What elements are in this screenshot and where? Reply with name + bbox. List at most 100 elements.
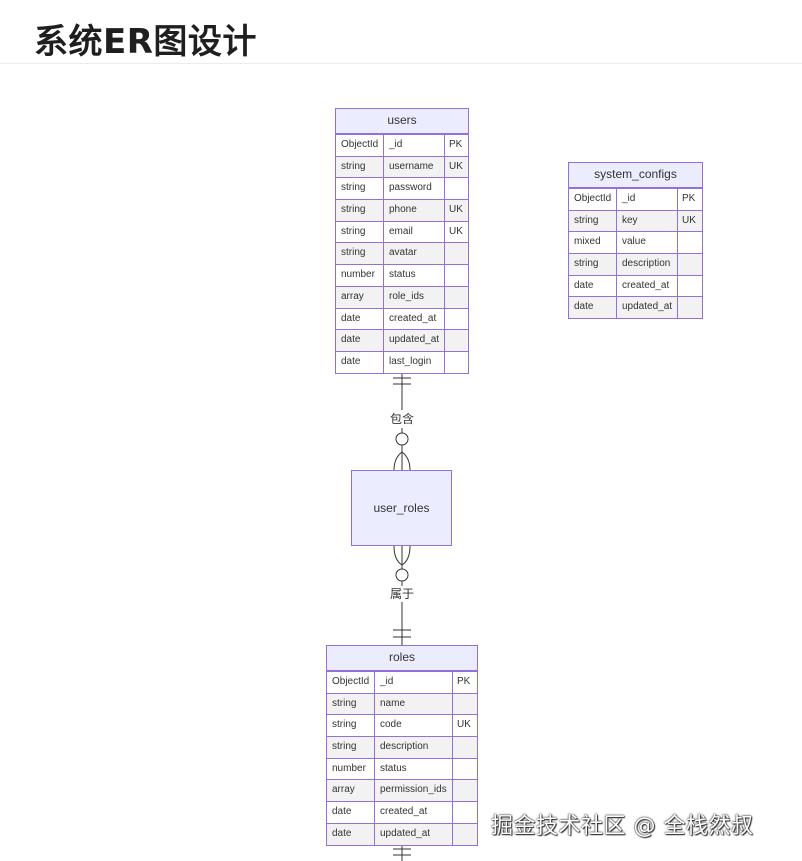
attribute-type: array: [327, 780, 375, 802]
attribute-type: string: [569, 254, 617, 275]
attribute-key: [445, 265, 468, 286]
attribute-name: key: [617, 210, 678, 232]
user-roles-zero-marker: [395, 432, 409, 446]
attribute-key: UK: [457, 719, 471, 731]
attribute-name: password: [384, 178, 445, 200]
attribute-name: email: [384, 221, 445, 243]
attribute-name: code: [375, 715, 453, 737]
attribute-key: [445, 287, 468, 308]
attribute-name: _id: [384, 135, 445, 156]
attribute-key: UK: [449, 225, 463, 237]
attribute-type: array: [336, 286, 384, 308]
attribute-type: ObjectId: [327, 672, 375, 693]
attribute-name: updated_at: [375, 823, 453, 845]
watermark: 掘金技术社区 @ 全栈然叔: [491, 814, 754, 839]
attribute-type: string: [336, 243, 384, 265]
attribute-name: _id: [617, 189, 678, 210]
attribute-name: description: [617, 254, 678, 275]
attribute-type: date: [336, 330, 384, 351]
attribute-key: [445, 309, 468, 330]
attribute-key: UK: [449, 160, 463, 172]
attribute-type: string: [336, 221, 384, 243]
attribute-name: last_login: [384, 351, 445, 373]
roles-zero-marker: [395, 568, 409, 582]
attribute-type: ObjectId: [336, 135, 384, 156]
attribute-name: created_at: [384, 308, 445, 330]
attribute-key: UK: [449, 204, 463, 216]
attribute-name: updated_at: [384, 330, 445, 351]
user-roles-many-marker: [393, 445, 411, 471]
attribute-name: status: [384, 265, 445, 286]
attribute-key: PK: [449, 139, 463, 150]
attribute-type: number: [327, 758, 375, 780]
attribute-type: date: [569, 275, 617, 297]
page-title: 系统ER图设计: [34, 22, 257, 62]
attribute-type: string: [336, 178, 384, 200]
entity-header: roles: [327, 646, 477, 671]
attribute-name: role_ids: [384, 286, 445, 308]
relationship-label-contains: 包含: [388, 412, 417, 426]
title-divider: [0, 63, 802, 64]
attribute-type: string: [327, 715, 375, 737]
attribute-key: [453, 694, 477, 715]
attribute-name: name: [375, 693, 453, 715]
attribute-name: avatar: [384, 243, 445, 265]
entity-header: system_configs: [569, 163, 702, 188]
attribute-type: string: [336, 156, 384, 178]
attribute-key: UK: [682, 214, 696, 226]
attribute-type: date: [336, 351, 384, 373]
attribute-type: string: [327, 737, 375, 758]
entity-user-roles[interactable]: user_roles: [351, 470, 452, 546]
attribute-name: permission_ids: [375, 780, 453, 802]
attribute-name: description: [375, 737, 453, 758]
attribute-type: string: [327, 693, 375, 715]
attribute-type: date: [336, 308, 384, 330]
attribute-type: string: [336, 200, 384, 221]
entity-label: user_roles: [373, 501, 430, 515]
attribute-type: mixed: [569, 232, 617, 254]
attribute-name: phone: [384, 200, 445, 221]
entity-header: users: [336, 109, 468, 134]
attribute-key: [453, 759, 477, 780]
attribute-key: [678, 276, 702, 297]
attribute-key: [445, 243, 468, 264]
attribute-key: [453, 737, 477, 758]
attribute-key: [445, 352, 468, 373]
attribute-key: [445, 178, 468, 199]
attribute-key: [453, 780, 477, 801]
relationship-label-belongs: 属于: [388, 587, 417, 601]
attribute-key: [678, 297, 702, 318]
attribute-row: ObjectId_id PK: [336, 134, 468, 156]
attribute-type: ObjectId: [569, 189, 617, 210]
attribute-name: status: [375, 758, 453, 780]
attribute-name: created_at: [375, 802, 453, 823]
attribute-name: value: [617, 232, 678, 254]
attribute-name: updated_at: [617, 297, 678, 319]
attribute-key: [453, 802, 477, 823]
